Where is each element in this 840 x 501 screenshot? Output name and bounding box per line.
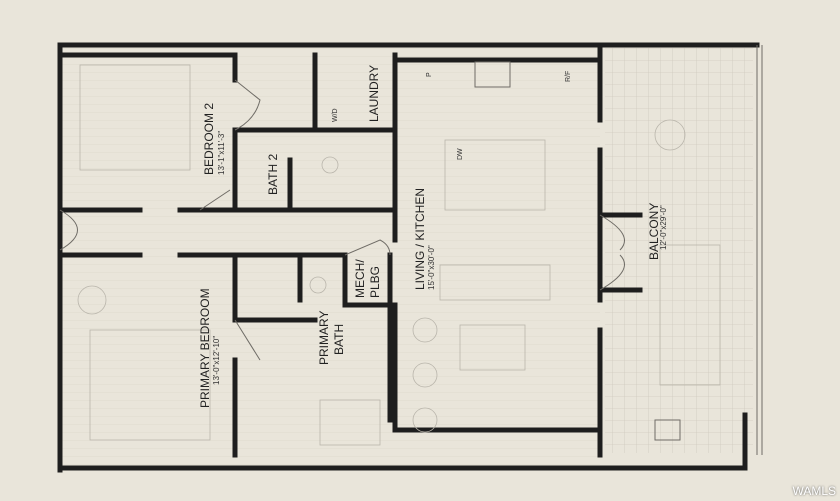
primary-bath-label-2: BATH [332, 324, 346, 355]
bath2-label: BATH 2 [266, 154, 280, 195]
fridge-label: R/F [565, 71, 572, 82]
laundry-label: LAUNDRY [367, 65, 381, 122]
bedroom2-label: BEDROOM 2 [202, 103, 216, 175]
bedroom2-dims: 13'-1"x11'-3" [217, 131, 226, 175]
washer-dryer-label: W/D [332, 108, 339, 122]
dishwasher-label: DW [457, 148, 464, 160]
doors [59, 79, 625, 361]
living-kitchen-dims: 15'-0"x30'-0" [427, 245, 436, 290]
primary-bath-label-1: PRIMARY [317, 311, 331, 365]
walls [57, 42, 763, 473]
primary-bedroom-dims: 13'-0"x12'-10" [212, 336, 221, 385]
balcony-floor [605, 48, 753, 453]
balcony-dims: 12'-0"x29'-0" [659, 205, 668, 250]
mech-label-1: MECH/ [353, 259, 367, 298]
furniture [77, 61, 721, 446]
primary-bedroom-label: PRIMARY BEDROOM [198, 288, 212, 408]
living-kitchen-label: LIVING / KITCHEN [413, 188, 427, 290]
pantry-label: P [426, 72, 433, 77]
watermark: WAMLS [792, 484, 836, 498]
mech-label-2: PLBG [368, 266, 382, 298]
balcony-label: BALCONY [647, 203, 661, 260]
